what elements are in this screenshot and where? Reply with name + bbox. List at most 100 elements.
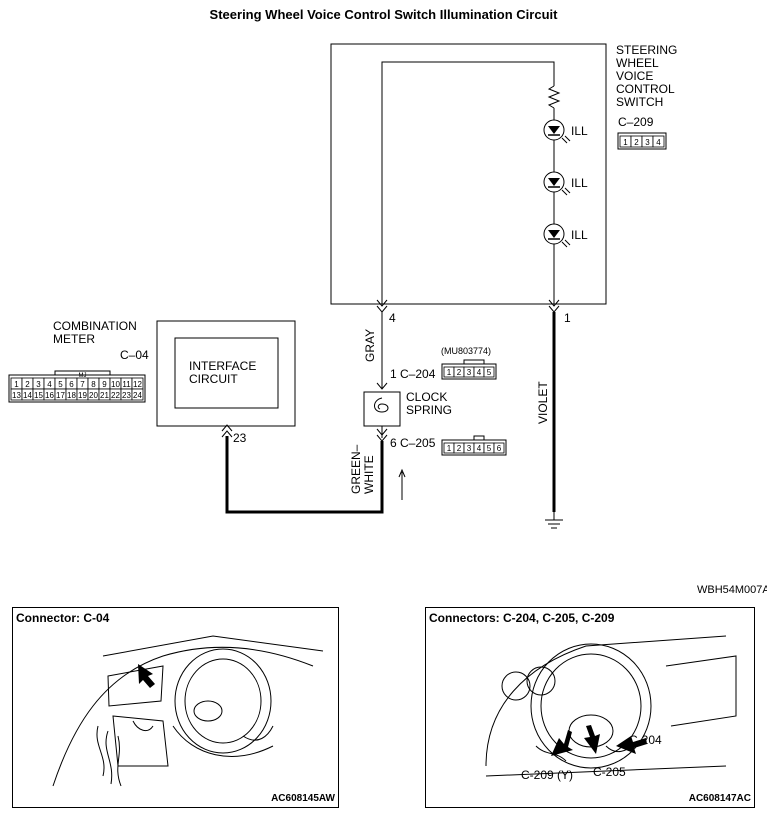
connector-pin-number: 4 (656, 138, 661, 147)
led-label: ILL (571, 124, 588, 138)
connector-outline (617, 132, 667, 150)
led-label: ILL (571, 176, 588, 190)
connector-pin-number: 16 (45, 391, 54, 400)
connector-pin-number: 1 (447, 368, 452, 377)
panel-title: Connector: C-04 (16, 611, 110, 625)
c205-label: 6 C–205 (390, 436, 436, 450)
switch-inner-wire (381, 61, 555, 304)
callout-c205: C-205 (593, 765, 626, 779)
clock-spring-name-line: SPRING (406, 403, 453, 417)
switch-name-line: VOICE (616, 69, 654, 83)
led-label: ILL (571, 228, 588, 242)
clock-spring-box (363, 391, 401, 427)
locator-arrow-c209 (551, 730, 573, 756)
green-white-wire (225, 436, 384, 514)
green-wire-label: GREEN– (349, 444, 363, 494)
locator-arrow-c205 (584, 725, 600, 754)
gray-wire-label: GRAY (363, 329, 377, 362)
switch-name-line: STEERING (616, 43, 678, 57)
connector-pin-number: 3 (645, 138, 650, 147)
connector-c204-panel: Connectors: C-204, C-205, C-209 C-204 C-… (425, 607, 755, 808)
connector-pin-number: 1 (447, 444, 452, 453)
connector-pin-number: 5 (487, 444, 492, 453)
c204-part-number: (MU803774) (441, 346, 492, 356)
pin-23-label: 23 (233, 431, 247, 445)
connector-pin-number: 3 (467, 444, 472, 453)
connector-pin-cell (493, 442, 505, 454)
resistor-symbol (547, 85, 561, 109)
diagram-title: Steering Wheel Voice Control Switch Illu… (209, 7, 558, 22)
switch-name: STEERING WHEEL VOICE CONTROL SWITCH (616, 44, 677, 109)
switch-name-line: CONTROL (616, 82, 675, 96)
diagram-code: WBH54M007A (697, 584, 767, 596)
connector-pin-cell (131, 388, 144, 401)
callout-c209: C-209 (Y) (521, 768, 574, 782)
connector-pin-number: 19 (78, 391, 87, 400)
connector-pin-number: 4 (477, 368, 482, 377)
connector-pin-number: 2 (634, 138, 639, 147)
connector-pin-number: 2 (457, 368, 462, 377)
clock-spring-name: CLOCK SPRING (406, 391, 452, 417)
connector-pin-number: 24 (133, 391, 142, 400)
interface-circuit-label: INTERFACE CIRCUIT (189, 360, 256, 386)
connector-key (473, 435, 485, 441)
clock-spring-name-line: CLOCK (406, 390, 448, 404)
connector-pin-number: 21 (100, 391, 109, 400)
connector-pin-number: 8 (91, 380, 96, 389)
connector-pin-number: 22 (111, 391, 120, 400)
panel-title: Connectors: C-204, C-205, C-209 (429, 611, 615, 625)
connector-pin-number: 12 (133, 380, 142, 389)
connector-pin-number: 11 (122, 380, 131, 389)
meter-name-line: COMBINATION (53, 319, 137, 333)
panel-code: AC608145AW (271, 793, 335, 804)
connector-pin-number: 14 (23, 391, 32, 400)
dashboard-photo-c04 (52, 635, 324, 787)
connector-key (463, 359, 485, 365)
connector-pin-number: 9 (102, 380, 107, 389)
switch-name-line: WHEEL (616, 56, 659, 70)
connector-pin-number: 5 (487, 368, 492, 377)
interface-circuit-box (174, 337, 279, 409)
connector-pin-number: 4 (47, 380, 52, 389)
connector-pin-number: 15 (34, 391, 43, 400)
connector-pin-number: 1 (14, 380, 19, 389)
interface-line: CIRCUIT (189, 372, 238, 386)
locator-arrow (138, 664, 155, 688)
clock-spring-symbol (374, 397, 389, 413)
ground-symbol (545, 512, 563, 529)
led-1 (543, 119, 571, 144)
interface-line: INTERFACE (189, 359, 257, 373)
c209-label: C–209 (618, 115, 654, 129)
switch-name-line: SWITCH (616, 95, 664, 109)
connector-pin-number: 23 (122, 391, 131, 400)
connector-pin-number: 2 (457, 444, 462, 453)
connector-pin-number: 3 (467, 368, 472, 377)
connector-pin-number: 5 (58, 380, 63, 389)
connector-pin-number: 20 (89, 391, 98, 400)
connector-pin-number: 6 (497, 444, 502, 453)
violet-wire-label: VIOLET (536, 381, 550, 424)
locator-arrow-c204 (616, 736, 647, 754)
white-wire-label: WHITE (362, 455, 376, 494)
connector-c04-panel: Connector: C-04 AC608145AW (12, 607, 339, 808)
connector-pin-number: 18 (67, 391, 76, 400)
connector-pin-number: 17 (56, 391, 65, 400)
switch-enclosure (330, 43, 607, 305)
panel-code: AC608147AC (688, 793, 751, 804)
pin-4-label: 4 (389, 311, 396, 325)
connector-pin-cell (483, 366, 495, 378)
connector-pin-number: 7 (80, 380, 85, 389)
led-3 (543, 223, 571, 248)
connector-pin-number: 2 (25, 380, 30, 389)
connector-pin-number: 6 (69, 380, 74, 389)
led-2 (543, 171, 571, 196)
callout-c204: C-204 (629, 733, 662, 747)
meter-name-line: METER (53, 332, 95, 346)
connector-key (54, 370, 111, 376)
steering-photo-c204 (485, 635, 737, 777)
meter-name: COMBINATION METER (53, 320, 137, 346)
connector-pin-number: 13 (12, 391, 21, 400)
